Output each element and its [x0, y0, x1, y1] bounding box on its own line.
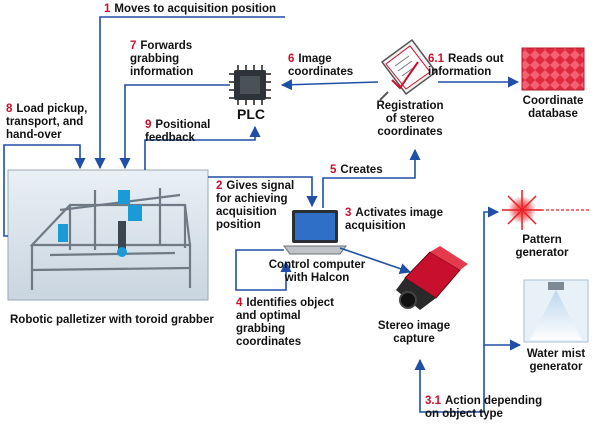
control-computer-label: Control computer with Halcon — [268, 259, 366, 284]
registration-label: Registration of stereo coordinates — [376, 100, 444, 138]
robot-panel — [7, 169, 209, 301]
arrow-step-5 — [322, 148, 421, 208]
coordinate-database-label: Coordinate database — [522, 95, 584, 120]
arrow-step-3-1 — [414, 358, 480, 413]
arrow-step-4 — [235, 249, 292, 291]
laptop-icon — [283, 210, 347, 255]
arrow-step-3-1-branch — [480, 206, 500, 413]
pattern-generator-label: Pattern generator — [515, 234, 569, 259]
water-mist-generator-icon — [523, 279, 589, 343]
pattern-generator-icon — [502, 190, 590, 230]
stereo-camera-icon — [396, 246, 468, 310]
arrow-step-9 — [144, 125, 261, 170]
arrow-step-2 — [208, 176, 318, 208]
arrow-step-1 — [94, 16, 285, 170]
registration-clipboard-icon — [379, 38, 438, 101]
plc-chip-icon — [229, 65, 271, 105]
coordinate-database-icon — [521, 47, 585, 91]
water-mist-label: Water mist generator — [526, 348, 586, 373]
arrow-step-8 — [3, 144, 86, 237]
arrow-step-6 — [280, 79, 379, 91]
stereo-capture-label: Stereo image capture — [377, 320, 451, 345]
plc-label: PLC — [237, 106, 265, 122]
arrow-step-7 — [119, 84, 230, 170]
robot-caption: Robotic palletizer with toroid grabber — [10, 314, 214, 326]
arrow-step-3 — [339, 247, 412, 275]
